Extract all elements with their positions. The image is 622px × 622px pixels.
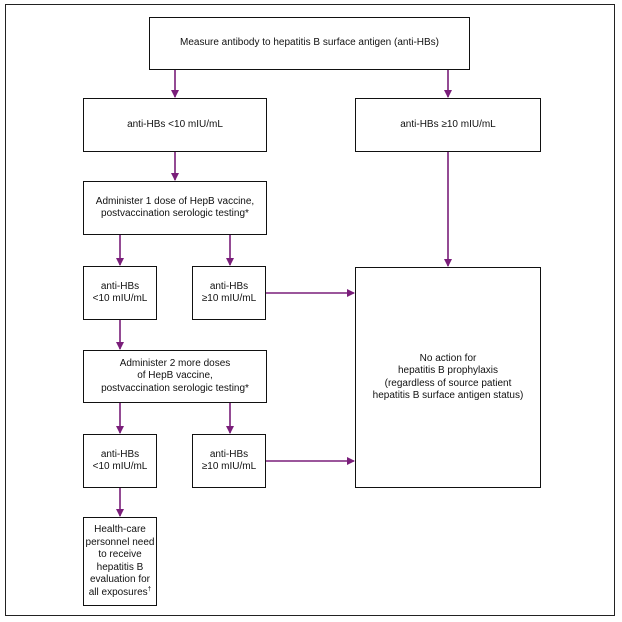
after-one-dose-low-text: anti-HBs <10 mIU/mL: [92, 280, 148, 305]
two-doses-box: Administer 2 more doses of HepB vaccine,…: [83, 350, 267, 403]
no-action-text: No action for hepatitis B prophylaxis (r…: [372, 352, 524, 402]
one-dose-box: Administer 1 dose of HepB vaccine, postv…: [83, 181, 267, 235]
after-two-doses-high-text: anti-HBs ≥10 mIU/mL: [201, 448, 257, 473]
measure-antibody-box: Measure antibody to hepatitis B surface …: [149, 17, 470, 70]
initial-high-result-text: anti-HBs ≥10 mIU/mL: [400, 118, 496, 130]
after-two-doses-low-box: anti-HBs <10 mIU/mL: [83, 434, 157, 488]
initial-low-result-text: anti-HBs <10 mIU/mL: [127, 118, 223, 130]
initial-low-result-box: anti-HBs <10 mIU/mL: [83, 98, 267, 152]
one-dose-text: Administer 1 dose of HepB vaccine, postv…: [95, 195, 255, 220]
measure-antibody-text: Measure antibody to hepatitis B surface …: [179, 37, 440, 49]
evaluation-text: Health-care personnel need to receive he…: [86, 524, 155, 599]
no-action-box: No action for hepatitis B prophylaxis (r…: [355, 267, 541, 488]
evaluation-body: Health-care personnel need to receive he…: [85, 524, 155, 598]
figure-frame: [5, 4, 615, 616]
after-one-dose-high-box: anti-HBs ≥10 mIU/mL: [192, 266, 266, 320]
after-two-doses-high-box: anti-HBs ≥10 mIU/mL: [192, 434, 266, 488]
two-doses-text: Administer 2 more doses of HepB vaccine,…: [101, 357, 249, 394]
dagger-footnote-mark: †: [147, 585, 152, 593]
after-one-dose-low-box: anti-HBs <10 mIU/mL: [83, 266, 157, 320]
evaluation-box: Health-care personnel need to receive he…: [83, 517, 157, 606]
initial-high-result-box: anti-HBs ≥10 mIU/mL: [355, 98, 541, 152]
after-one-dose-high-text: anti-HBs ≥10 mIU/mL: [201, 280, 257, 305]
after-two-doses-low-text: anti-HBs <10 mIU/mL: [92, 448, 148, 473]
